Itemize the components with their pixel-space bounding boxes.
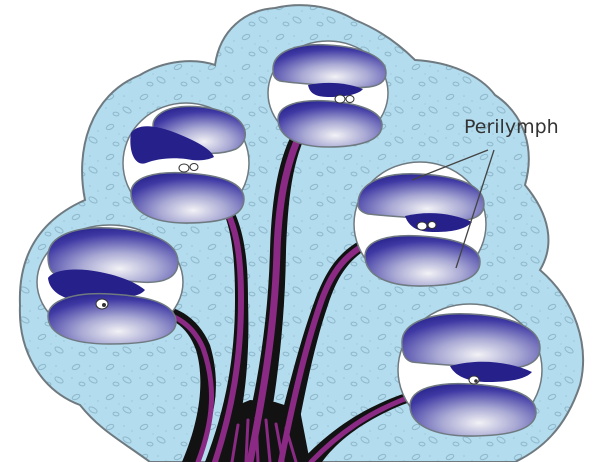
cochlear-turn-middle-right	[354, 162, 486, 286]
perilymph-label: Perilymph	[464, 116, 559, 138]
cochlear-turn-basal-left	[37, 225, 183, 344]
cochlear-turn-basal-right	[398, 304, 542, 436]
cochlear-turn-middle-left	[123, 103, 249, 223]
cochlear-turn-apical	[268, 41, 388, 147]
